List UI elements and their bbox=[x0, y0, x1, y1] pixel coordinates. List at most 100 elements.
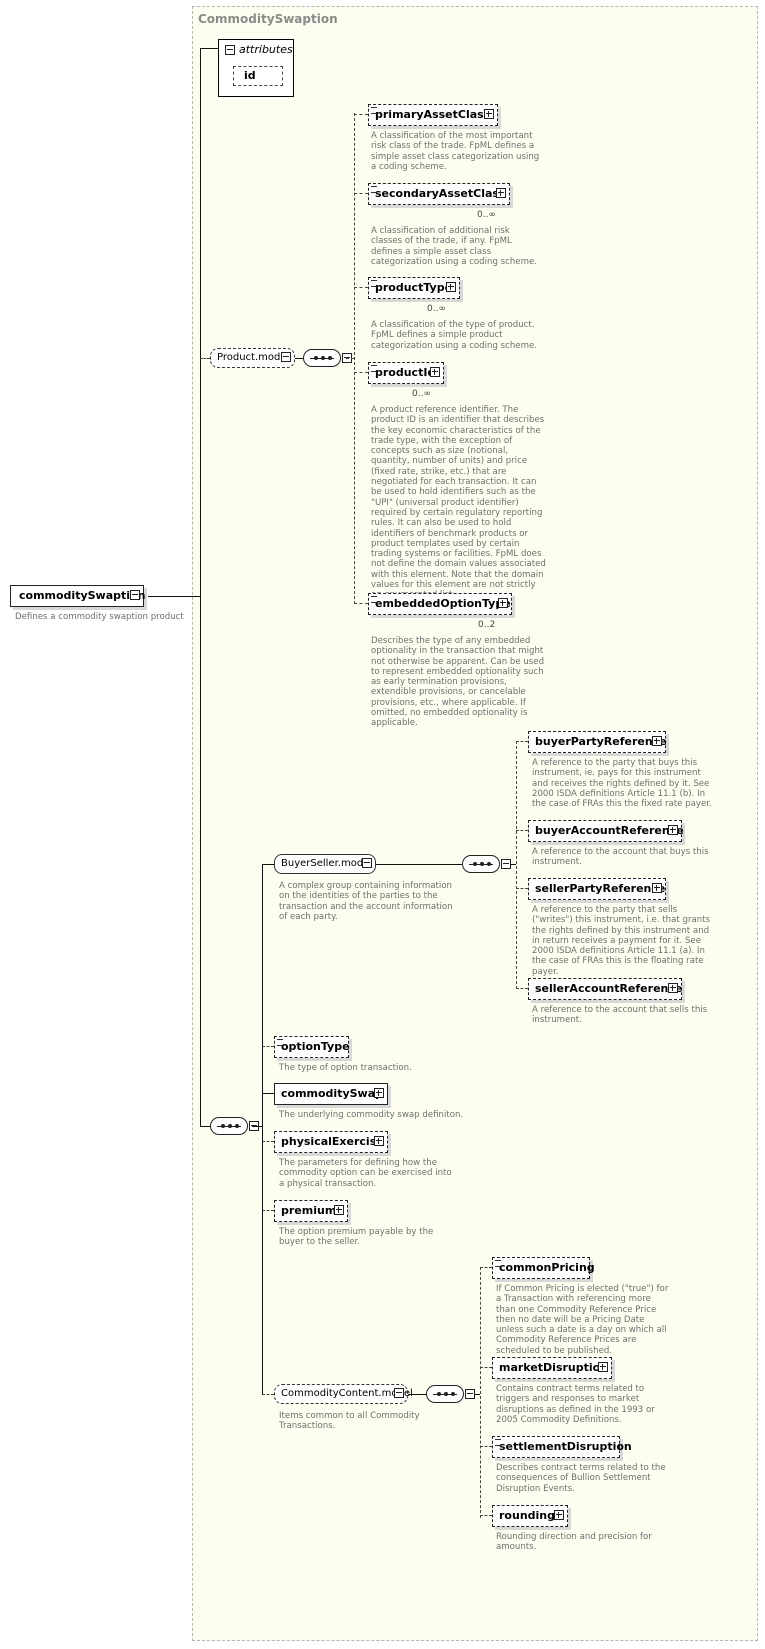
connector-line bbox=[200, 1126, 210, 1127]
element-description: A classification of the most important r… bbox=[371, 131, 540, 172]
element-buyer-party-reference[interactable]: buyerPartyReference bbox=[528, 731, 667, 753]
connector-line bbox=[516, 830, 528, 831]
expand-icon[interactable] bbox=[334, 1205, 344, 1215]
connector-line bbox=[295, 358, 303, 359]
connector-line bbox=[354, 113, 355, 604]
element-buyer-account-reference[interactable]: buyerAccountReference bbox=[528, 820, 684, 842]
connector-line bbox=[262, 864, 263, 1394]
element-option-type[interactable]: optionType bbox=[274, 1036, 350, 1058]
group-label: BuyerSeller.model bbox=[281, 858, 373, 869]
element-product-id[interactable]: productId bbox=[368, 362, 444, 384]
element-description: The parameters for defining how the comm… bbox=[279, 1158, 452, 1189]
sequence-compositor[interactable] bbox=[303, 349, 352, 367]
cardinality-label: 0..∞ bbox=[477, 210, 496, 220]
connector-line bbox=[262, 1046, 274, 1047]
connector-line bbox=[480, 1367, 492, 1368]
connector-line bbox=[354, 193, 368, 194]
element-description: A classification of additional risk clas… bbox=[371, 226, 537, 267]
connector-line bbox=[376, 864, 462, 865]
connector-line bbox=[480, 1267, 481, 1518]
element-description: A product reference identifier. The prod… bbox=[371, 405, 546, 600]
sequence-compositor[interactable] bbox=[210, 1117, 259, 1135]
collapse-icon[interactable] bbox=[225, 45, 235, 55]
element-description: The type of option transaction. bbox=[279, 1063, 412, 1073]
element-description: The option premium payable by the buyer … bbox=[279, 1227, 434, 1248]
expand-icon[interactable] bbox=[430, 367, 440, 377]
element-description: If Common Pricing is elected ("true") fo… bbox=[496, 1284, 669, 1356]
connector-line bbox=[354, 372, 368, 373]
connector-line bbox=[354, 114, 368, 115]
attribute-id[interactable]: id bbox=[233, 66, 283, 86]
element-commodity-swap[interactable]: commoditySwap bbox=[274, 1083, 388, 1105]
group-label: Product.model bbox=[217, 352, 290, 363]
element-market-disruption[interactable]: marketDisruption bbox=[492, 1357, 612, 1379]
expand-icon[interactable] bbox=[374, 1136, 384, 1146]
connector-line bbox=[354, 287, 368, 288]
connector-line bbox=[346, 358, 354, 359]
element-premium[interactable]: premium bbox=[274, 1200, 348, 1222]
element-description: A reference to the party that buys this … bbox=[532, 758, 712, 810]
expand-icon[interactable] bbox=[484, 109, 494, 119]
complex-type-title: CommoditySwaption bbox=[198, 12, 338, 26]
connector-line bbox=[474, 1394, 480, 1395]
root-element-description: Defines a commodity swaption product bbox=[15, 612, 184, 622]
cardinality-label: 0..∞ bbox=[412, 389, 431, 399]
connector-line bbox=[516, 988, 528, 989]
collapse-icon[interactable] bbox=[281, 352, 291, 362]
expand-icon[interactable] bbox=[498, 598, 508, 608]
collapse-icon[interactable] bbox=[394, 1388, 404, 1398]
element-description: A reference to the account that buys thi… bbox=[532, 847, 709, 868]
connector-line bbox=[252, 1126, 262, 1127]
element-description: A reference to the account that sells th… bbox=[532, 1005, 708, 1026]
element-description: The underlying commodity swap definiton. bbox=[279, 1110, 464, 1120]
connector-line bbox=[480, 1267, 492, 1268]
connector-line bbox=[200, 358, 210, 359]
expand-icon[interactable] bbox=[374, 1088, 384, 1098]
element-description: A reference to the party that sells ("wr… bbox=[532, 905, 711, 977]
element-settlement-disruption[interactable]: settlementDisruption bbox=[492, 1436, 632, 1458]
expand-icon[interactable] bbox=[668, 983, 678, 993]
collapse-icon[interactable] bbox=[362, 858, 372, 868]
expand-icon[interactable] bbox=[554, 1510, 564, 1520]
element-primary-asset-class[interactable]: primaryAssetClass bbox=[368, 104, 498, 126]
connector-line bbox=[262, 1394, 274, 1395]
expand-icon[interactable] bbox=[446, 282, 456, 292]
root-element-label: commoditySwaption bbox=[19, 589, 146, 602]
connector-line bbox=[200, 48, 218, 49]
element-description: Describes the type of any embedded optio… bbox=[371, 636, 545, 729]
group-description: A complex group containing information o… bbox=[279, 881, 453, 922]
sequence-compositor[interactable] bbox=[462, 855, 511, 873]
expand-icon[interactable] bbox=[652, 883, 662, 893]
root-element-box[interactable]: commoditySwaption bbox=[10, 585, 146, 607]
expand-icon[interactable] bbox=[496, 188, 506, 198]
collapse-icon[interactable] bbox=[130, 590, 140, 600]
group-commodity-content-model[interactable]: CommodityContent.model bbox=[274, 1384, 413, 1404]
connector-line bbox=[480, 1515, 492, 1516]
connector-line bbox=[354, 603, 368, 604]
attributes-box: attributes id bbox=[218, 39, 294, 97]
expand-icon[interactable] bbox=[598, 1362, 608, 1372]
connector-line bbox=[262, 1093, 274, 1094]
element-description: Contains contract terms related to trigg… bbox=[496, 1384, 655, 1425]
element-rounding[interactable]: rounding bbox=[492, 1505, 568, 1527]
group-buyer-seller-model[interactable]: BuyerSeller.model bbox=[274, 854, 376, 874]
element-common-pricing[interactable]: commonPricing bbox=[492, 1257, 595, 1279]
cardinality-label: 0..2 bbox=[478, 620, 496, 630]
expand-icon[interactable] bbox=[668, 825, 678, 835]
element-secondary-asset-class[interactable]: secondaryAssetClass bbox=[368, 183, 510, 205]
element-embedded-option-type[interactable]: embeddedOptionType bbox=[368, 593, 512, 615]
group-description: Items common to all Commodity Transactio… bbox=[279, 1411, 420, 1432]
element-seller-account-reference[interactable]: sellerAccountReference bbox=[528, 978, 682, 1000]
group-product-model[interactable]: Product.model bbox=[210, 348, 295, 368]
expand-icon[interactable] bbox=[652, 736, 662, 746]
element-product-type[interactable]: productType bbox=[368, 277, 460, 299]
connector-line bbox=[516, 888, 528, 889]
sequence-compositor[interactable] bbox=[426, 1385, 475, 1403]
connector-line bbox=[480, 1446, 492, 1447]
element-description: A classification of the type of product.… bbox=[371, 320, 537, 351]
element-physical-exercise[interactable]: physicalExercise bbox=[274, 1131, 388, 1153]
element-description: Describes contract terms related to the … bbox=[496, 1463, 666, 1494]
element-seller-party-reference[interactable]: sellerPartyReference bbox=[528, 878, 666, 900]
connector-line bbox=[262, 864, 274, 865]
connector-line bbox=[516, 741, 517, 989]
